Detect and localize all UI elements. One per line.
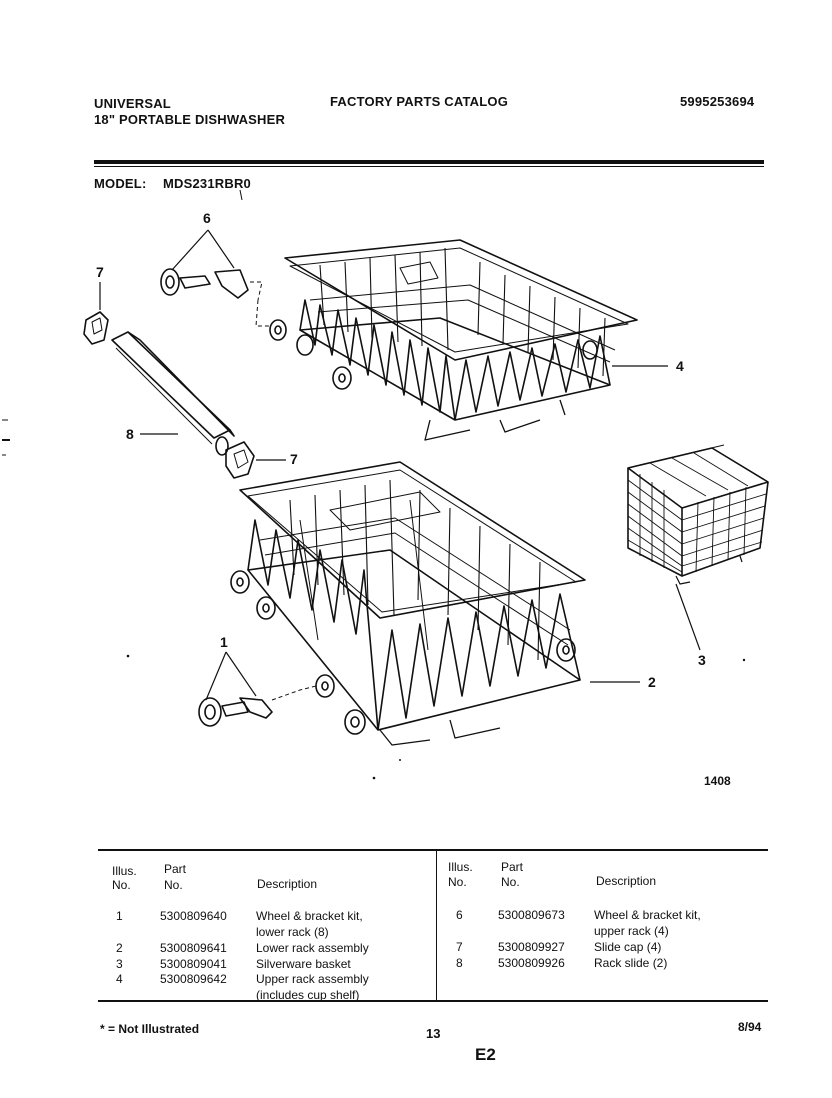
callout-8: 8 [126,426,134,442]
table-divider [436,849,437,1001]
model-label: MODEL: [94,176,147,191]
catalog-number: 5995253694 [680,94,755,109]
header-part-right: Part [501,860,524,874]
header-illus: Illus. [112,864,137,878]
header-description: Description [257,877,318,891]
header-part-no-right: No. [501,875,520,889]
callout-2: 2 [648,674,656,690]
illus-no: 1 [116,909,123,923]
figure-number: 1408 [704,774,731,788]
header-rule [94,160,764,164]
slide-cap-upper-illustration [83,311,109,345]
exploded-parts-diagram [83,189,769,780]
table-bottom-rule [98,1000,768,1002]
brand-name: UNIVERSAL [94,96,171,111]
slide-cap-lower-illustration [225,441,255,479]
model-value: MDS231RBR0 [163,176,251,191]
section-code: E2 [475,1045,496,1064]
callout-6: 6 [203,210,211,226]
part-no: 5300809927 [498,940,565,954]
description: Upper rack assembly [256,972,369,986]
description: (includes cup shelf) [256,988,360,1002]
description: Wheel & bracket kit, [256,909,363,923]
illus-no: 8 [456,956,463,970]
part-no: 5300809640 [160,909,227,923]
upper-rack-illustration [269,239,638,441]
part-no: 5300809673 [498,908,565,922]
header-part: Part [164,862,187,876]
product-name: 18" PORTABLE DISHWASHER [94,112,286,127]
part-no: 5300809041 [160,957,227,971]
callout-7-upper: 7 [96,264,104,280]
upper-wheel-bracket-illustration [160,268,270,327]
page-number: 13 [426,1026,441,1041]
callout-7-lower: 7 [290,451,298,467]
illus-no: 3 [116,957,123,971]
header-illus-no-right: No. [448,875,467,889]
catalog-title: FACTORY PARTS CATALOG [330,94,509,109]
callout-4: 4 [676,358,684,374]
description: Lower rack assembly [256,941,369,955]
description: Slide cap (4) [594,940,662,954]
part-no: 5300809642 [160,972,227,986]
header-description-right: Description [596,874,657,888]
description: Silverware basket [256,957,351,971]
header-part-no: No. [164,878,183,892]
header-illus-no: No. [112,878,131,892]
callout-3: 3 [698,652,706,668]
header-rule-thin [94,166,764,167]
lower-rack-illustration [230,461,586,746]
silverware-basket-illustration [627,444,769,585]
illus-no: 2 [116,941,123,955]
scan-edge-marks [2,419,10,456]
rack-slide-illustration [111,331,235,456]
header-illus-right: Illus. [448,860,473,874]
lower-wheel-bracket-illustration [198,685,317,727]
table-top-rule [98,849,768,851]
description: upper rack (4) [594,924,669,938]
description: Rack slide (2) [594,956,668,970]
description: lower rack (8) [256,925,329,939]
part-no: 5300809926 [498,956,565,970]
illus-no: 4 [116,972,123,986]
illus-no: 6 [456,908,463,922]
description: Wheel & bracket kit, [594,908,701,922]
print-date: 8/94 [738,1020,762,1034]
callout-1: 1 [220,634,228,650]
part-no: 5300809641 [160,941,227,955]
illus-no: 7 [456,940,463,954]
footnote: * = Not Illustrated [100,1022,200,1036]
